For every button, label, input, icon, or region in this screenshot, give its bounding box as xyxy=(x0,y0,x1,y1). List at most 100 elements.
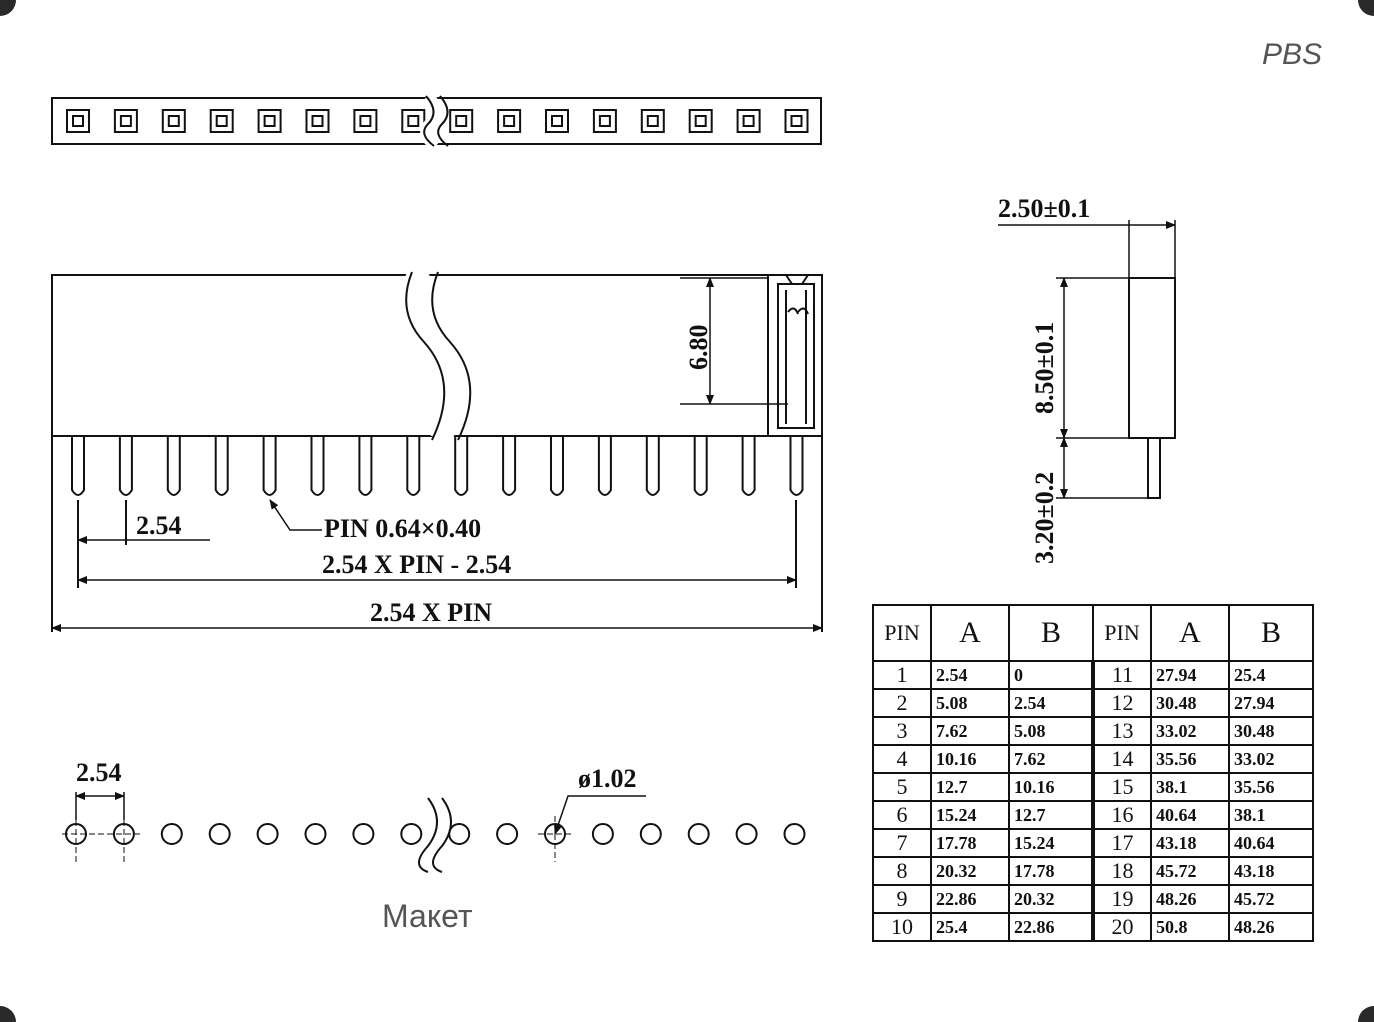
hole-diameter-dimension: ø1.02 xyxy=(578,764,637,793)
pin xyxy=(71,436,85,496)
table-cell: 16 xyxy=(1091,800,1152,830)
pin-size-label: PIN 0.64×0.40 xyxy=(324,514,482,543)
table-cell: 7.62 xyxy=(930,716,1010,746)
table-cell: 22.86 xyxy=(930,884,1010,914)
table-cell: 12.7 xyxy=(1008,800,1094,830)
hole xyxy=(783,823,806,845)
pin-square-inner xyxy=(407,115,420,127)
table-cell: 5.08 xyxy=(930,688,1010,718)
table-header: PIN xyxy=(1092,604,1152,662)
pin-square xyxy=(449,109,474,133)
table-cell: 50.8 xyxy=(1150,912,1230,942)
table-cell: 38.1 xyxy=(1228,800,1314,830)
table-cell: 33.02 xyxy=(1150,716,1230,746)
table-cell: 40.64 xyxy=(1228,828,1314,858)
pin xyxy=(118,436,133,496)
table-cell: 30.48 xyxy=(1150,688,1230,718)
table-cell: 0 xyxy=(1008,660,1094,690)
pin xyxy=(358,436,373,496)
pin-square xyxy=(161,109,186,133)
hole xyxy=(160,823,183,845)
pin-square xyxy=(497,109,522,133)
table-cell: 45.72 xyxy=(1150,856,1230,886)
pin-square xyxy=(592,109,617,133)
table-cell: 40.64 xyxy=(1150,800,1230,830)
pin-square xyxy=(640,109,665,133)
table-cell: 20.32 xyxy=(1008,884,1094,914)
top-view xyxy=(51,92,822,151)
pin-square-inner xyxy=(551,115,563,127)
table-cell: 12 xyxy=(1091,688,1152,718)
table-cell: 7 xyxy=(872,828,932,858)
pin xyxy=(166,436,181,496)
pin-square xyxy=(545,109,569,133)
table-cell: 2.54 xyxy=(1008,688,1094,718)
hole xyxy=(448,823,471,845)
first-to-last-pin-dimension: 2.54 X PIN - 2.54 xyxy=(322,550,512,579)
table-cell: 7.62 xyxy=(1008,744,1094,774)
layout-pitch-dimension: 2.54 xyxy=(76,758,122,787)
table-cell: 11 xyxy=(1091,660,1152,690)
pin xyxy=(454,436,469,496)
table-cell: 25.4 xyxy=(1228,660,1314,690)
table-cell: 12.7 xyxy=(930,772,1010,802)
pin-square-inner xyxy=(694,115,707,127)
pin xyxy=(406,436,421,496)
table-cell: 20 xyxy=(1091,912,1152,942)
table-cell: 20.32 xyxy=(930,856,1010,886)
table-cell: 17.78 xyxy=(930,828,1010,858)
table-cell: 19 xyxy=(1091,884,1152,914)
pin-square-inner xyxy=(790,115,803,127)
table-cell: 2 xyxy=(872,688,932,718)
table-cell: 8 xyxy=(872,856,932,886)
pin-square xyxy=(113,109,138,133)
table-cell: 4 xyxy=(872,744,932,774)
table-cell: 38.1 xyxy=(1150,772,1230,802)
pin-square-inner xyxy=(503,115,516,127)
table-cell: 15 xyxy=(1091,772,1152,802)
pin-square-inner xyxy=(646,115,659,127)
table-cell: 43.18 xyxy=(1228,856,1314,886)
series-code: PBS xyxy=(1262,38,1323,71)
table-cell: 10 xyxy=(872,912,932,942)
table-cell: 48.26 xyxy=(1150,884,1230,914)
table-cell: 10.16 xyxy=(930,744,1010,774)
table-cell: 25.4 xyxy=(930,912,1010,942)
table-cell: 35.56 xyxy=(1228,772,1314,802)
hole xyxy=(304,823,327,845)
hole xyxy=(352,823,375,845)
table-cell: 14 xyxy=(1091,744,1152,774)
pin xyxy=(310,436,325,496)
table-cell: 22.86 xyxy=(1008,912,1094,942)
pin-pitch-dimension: 2.54 xyxy=(136,511,182,540)
hole xyxy=(256,823,279,845)
pin xyxy=(550,436,564,496)
pin xyxy=(214,436,229,496)
table-cell: 18 xyxy=(1091,856,1152,886)
hole xyxy=(687,823,710,845)
table-cell: 5 xyxy=(872,772,932,802)
pin-square xyxy=(66,109,90,133)
pin xyxy=(262,436,277,496)
hole xyxy=(639,823,662,845)
table-cell: 27.94 xyxy=(1228,688,1314,718)
table-cell: 13 xyxy=(1091,716,1152,746)
table-cell: 43.18 xyxy=(1150,828,1230,858)
pin-square xyxy=(257,109,282,133)
width-dimension: 2.50±0.1 xyxy=(998,194,1091,223)
hole xyxy=(496,823,519,845)
pin-square-inner xyxy=(215,115,228,127)
front-view-pins xyxy=(71,436,804,496)
table-cell: 17.78 xyxy=(1008,856,1094,886)
pin-square xyxy=(353,109,378,133)
pin-square xyxy=(736,109,761,133)
table-cell: 35.56 xyxy=(1150,744,1230,774)
table-header-row: PIN A B PIN A B xyxy=(872,604,1314,662)
pin xyxy=(789,436,804,496)
pin-square-inner xyxy=(455,115,468,127)
